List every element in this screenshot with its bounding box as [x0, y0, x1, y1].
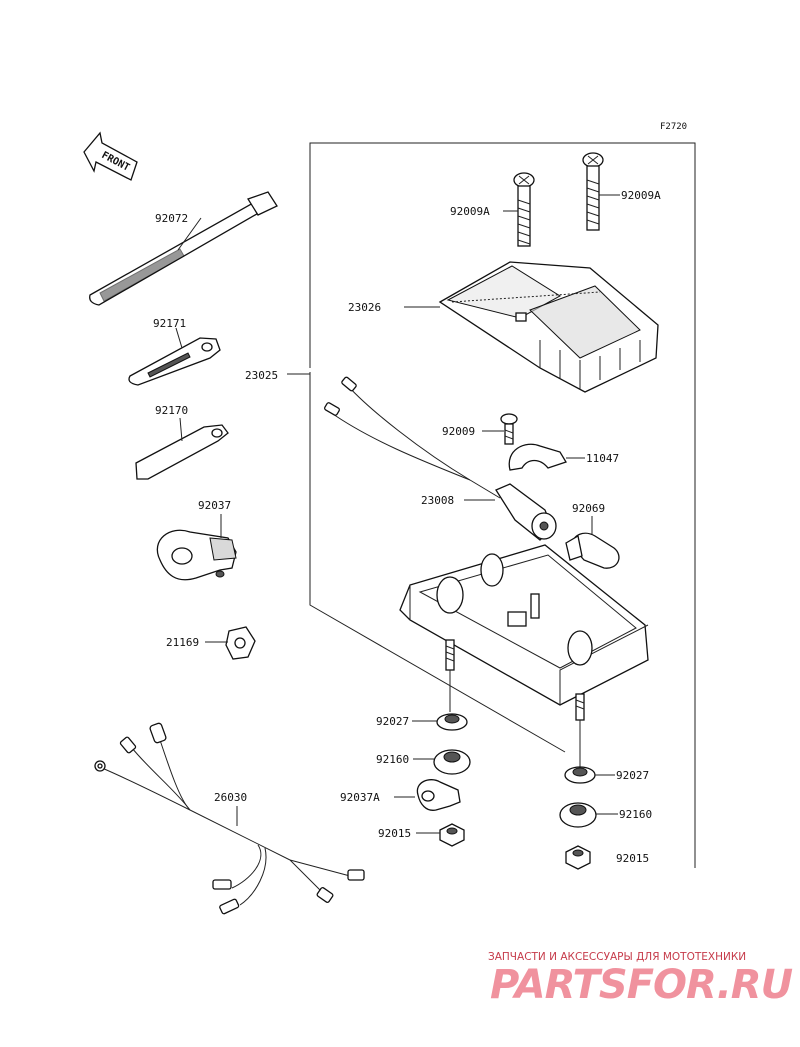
- screw-92009A-right: [582, 152, 620, 231]
- label-23008: 23008: [421, 494, 454, 507]
- label-92009A-right: 92009A: [621, 189, 661, 202]
- label-23026: 23026: [348, 301, 381, 314]
- label-92037: 92037: [198, 499, 231, 512]
- label-92171: 92171: [153, 317, 186, 330]
- nut-92015-left: [416, 823, 465, 847]
- damper-92160-left: [413, 749, 471, 775]
- socket-wire-23008: [324, 376, 557, 541]
- label-11047: 11047: [586, 452, 619, 465]
- label-26030: 26030: [214, 791, 247, 804]
- label-92160-left: 92160: [376, 753, 409, 766]
- label-92027-right: 92027: [616, 769, 649, 782]
- lens-cover-23026: [404, 261, 659, 393]
- label-21169: 21169: [166, 636, 199, 649]
- label-92009: 92009: [442, 425, 475, 438]
- wiring-harness-26030: [94, 722, 365, 915]
- watermark-logo: PARTSFOR.RU: [490, 962, 793, 1008]
- clamp-92037A: [394, 779, 461, 811]
- assembly-bracket: [287, 142, 696, 868]
- front-arrow-icon: FRONT: [83, 131, 138, 181]
- bulb-92069: [565, 516, 620, 569]
- figure-code: F2720: [660, 122, 687, 132]
- screw-92009A-left: [503, 172, 535, 247]
- label-92069: 92069: [572, 502, 605, 515]
- stud-right: [575, 693, 585, 768]
- label-92170: 92170: [155, 404, 188, 417]
- label-92072: 92072: [155, 212, 188, 225]
- grommet-92027-right: [564, 766, 615, 784]
- watermark-caption: ЗАПЧАСТИ И АКСЕССУАРЫ ДЛЯ МОТОТЕХНИКИ: [488, 951, 747, 963]
- clamp-92037: [156, 514, 237, 581]
- label-92037A: 92037A: [340, 791, 380, 804]
- damper-92160-right: [559, 802, 618, 828]
- lamp-housing: [399, 544, 649, 706]
- nut-92015-right: [565, 845, 591, 870]
- label-92015-left: 92015: [378, 827, 411, 840]
- label-92015-right: 92015: [616, 852, 649, 865]
- stud-left: [445, 639, 455, 712]
- clamp-plate-92170: [135, 417, 229, 480]
- screw-92009: [482, 413, 518, 445]
- grommet-92027-left: [412, 713, 468, 731]
- nut-21169: [205, 626, 256, 660]
- label-92009A-left: 92009A: [450, 205, 490, 218]
- bracket-11047: [508, 443, 585, 471]
- cable-tie: [89, 191, 278, 306]
- label-92160-right: 92160: [619, 808, 652, 821]
- label-23025: 23025: [245, 369, 278, 382]
- label-92027-left: 92027: [376, 715, 409, 728]
- clamp-band-92171: [128, 327, 221, 386]
